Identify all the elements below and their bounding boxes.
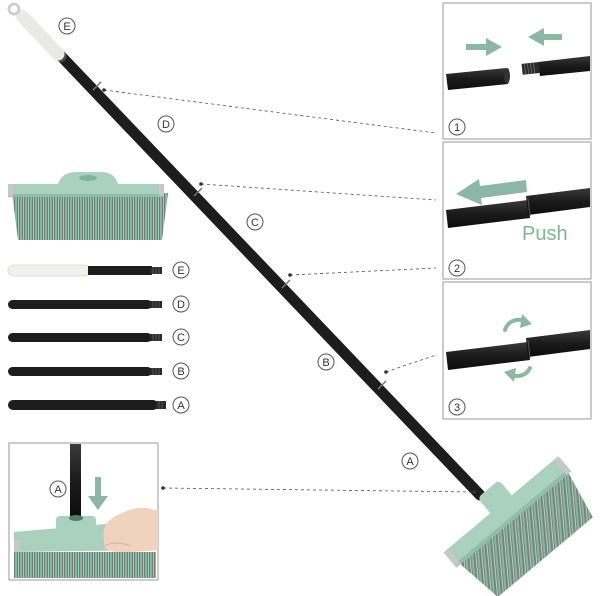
- part-c: C: [8, 328, 190, 346]
- joint-marker: [92, 81, 102, 91]
- hand: [103, 507, 158, 552]
- label-segment-a: A: [401, 452, 419, 470]
- main-broom-head: [443, 456, 593, 596]
- arrow-right-icon: [466, 38, 502, 56]
- step-2-panel: Push 2: [442, 141, 592, 280]
- broom-head-part: [8, 172, 168, 240]
- svg-text:D: D: [162, 119, 170, 131]
- parts-list: E D C B: [7, 261, 190, 414]
- guide-dots: [102, 88, 476, 494]
- hang-loop: [7, 2, 21, 16]
- part-a: A: [8, 396, 190, 414]
- guide-lines: [103, 89, 475, 493]
- label-handle-e: E: [58, 17, 76, 35]
- label-attach-a: A: [49, 480, 67, 498]
- svg-text:2: 2: [454, 263, 460, 275]
- part-d: D: [8, 295, 190, 313]
- step-3-panel: 3: [442, 281, 592, 420]
- arrow-left-icon: [528, 28, 562, 46]
- svg-text:B: B: [322, 357, 329, 369]
- svg-text:A: A: [54, 484, 62, 496]
- arrow-down-icon: [88, 477, 108, 510]
- joint-marker: [193, 187, 203, 197]
- svg-text:E: E: [177, 265, 184, 277]
- part-e: E: [7, 261, 190, 279]
- push-caption: Push: [522, 223, 568, 245]
- arrow-left-icon: [456, 179, 527, 205]
- svg-text:E: E: [63, 21, 70, 33]
- pole: [54, 49, 486, 501]
- main-broom: [7, 2, 593, 596]
- svg-text:3: 3: [454, 402, 460, 414]
- label-segment-c: C: [246, 213, 264, 231]
- step-1-panel: 1: [442, 2, 592, 140]
- svg-text:B: B: [177, 366, 184, 378]
- svg-text:D: D: [177, 299, 185, 311]
- svg-text:C: C: [177, 332, 185, 344]
- part-b: B: [8, 362, 190, 380]
- svg-text:C: C: [251, 217, 259, 229]
- svg-text:A: A: [406, 456, 414, 468]
- joint-marker: [377, 380, 387, 390]
- svg-text:A: A: [177, 400, 185, 412]
- label-segment-d: D: [157, 115, 175, 133]
- label-segment-b: B: [317, 353, 335, 371]
- joint-marker: [281, 279, 291, 289]
- svg-text:1: 1: [454, 122, 460, 134]
- handle-grip: [15, 9, 65, 61]
- attach-head-panel: A: [8, 442, 159, 581]
